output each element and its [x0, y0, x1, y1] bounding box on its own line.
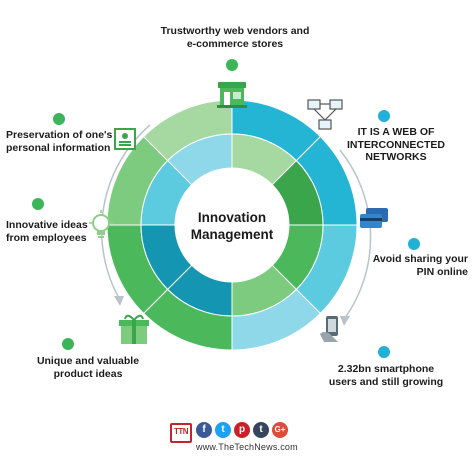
ttn-logo-text: TTN: [173, 427, 189, 436]
network-computers-icon: [307, 99, 343, 130]
id-card-icon: [114, 128, 136, 150]
credit-cards-icon: [360, 208, 388, 228]
label-right-mid: Avoid sharing your PIN online: [366, 253, 468, 278]
label-left-mid: Innovative ideas from employees: [6, 219, 116, 244]
label-left-bottom: Unique and valuable product ideas: [28, 355, 148, 380]
label-left-top-line1: Preservation of one's: [6, 129, 113, 141]
outer-ring: [106, 99, 358, 351]
pinterest-icon[interactable]: p: [234, 422, 250, 438]
label-right-bottom-line1: 2.32bn smartphone: [337, 363, 435, 375]
right-bottom-dot: [378, 346, 390, 358]
label-left-top: Preservation of one's personal informati…: [6, 129, 126, 154]
gift-box-icon: [119, 314, 149, 344]
lightbulb-icon: [89, 210, 113, 238]
label-top: Trustworthy web vendors and e-commerce s…: [136, 25, 334, 50]
label-left-top-line2: personal information: [6, 141, 111, 154]
label-right-top-line2: INTERCONNECTED NETWORKS: [346, 138, 445, 164]
center-circle: [175, 168, 289, 282]
left-mid-dot: [32, 198, 44, 210]
label-right-mid-line1: Avoid sharing your: [372, 253, 468, 265]
facebook-icon[interactable]: f: [196, 422, 212, 438]
label-left-bottom-line1: Unique and valuable: [36, 355, 140, 367]
label-left-mid-line1: Innovative ideas: [6, 219, 88, 231]
label-left-mid-line2: from employees: [6, 231, 87, 244]
left-arrow-head: [114, 296, 124, 306]
storefront-icon: [217, 82, 247, 108]
label-right-mid-line2: PIN online: [416, 265, 468, 278]
label-left-bottom-line2: product ideas: [53, 367, 123, 380]
inner-ring: [140, 133, 324, 317]
label-top-line1: Trustworthy web vendors and: [160, 25, 310, 37]
center-title-line2: Management: [191, 227, 274, 242]
twitter-icon[interactable]: t: [215, 422, 231, 438]
website-link[interactable]: www.TheTechNews.com: [196, 442, 298, 452]
top-dot: [226, 59, 238, 71]
label-top-line2: e-commerce stores: [186, 37, 284, 50]
right-arrow-head: [340, 316, 350, 326]
smartphone-hand-icon: [320, 316, 338, 342]
label-right-top-line1: IT IS A WEB OF: [357, 126, 435, 138]
label-right-bottom-line2: users and still growing: [328, 375, 444, 388]
label-right-bottom: 2.32bn smartphone users and still growin…: [326, 363, 446, 388]
left-bottom-dot: [62, 338, 74, 350]
google-plus-icon[interactable]: G+: [272, 422, 288, 438]
tumblr-icon[interactable]: t: [253, 422, 269, 438]
left-top-dot: [53, 113, 65, 125]
right-guide-arc: [339, 149, 372, 319]
label-right-top: IT IS A WEB OF INTERCONNECTED NETWORKS: [318, 126, 474, 164]
center-title-line1: Innovation: [198, 210, 266, 225]
right-top-dot: [378, 110, 390, 122]
right-mid-dot: [408, 238, 420, 250]
ttn-logo[interactable]: TTN: [170, 423, 192, 443]
